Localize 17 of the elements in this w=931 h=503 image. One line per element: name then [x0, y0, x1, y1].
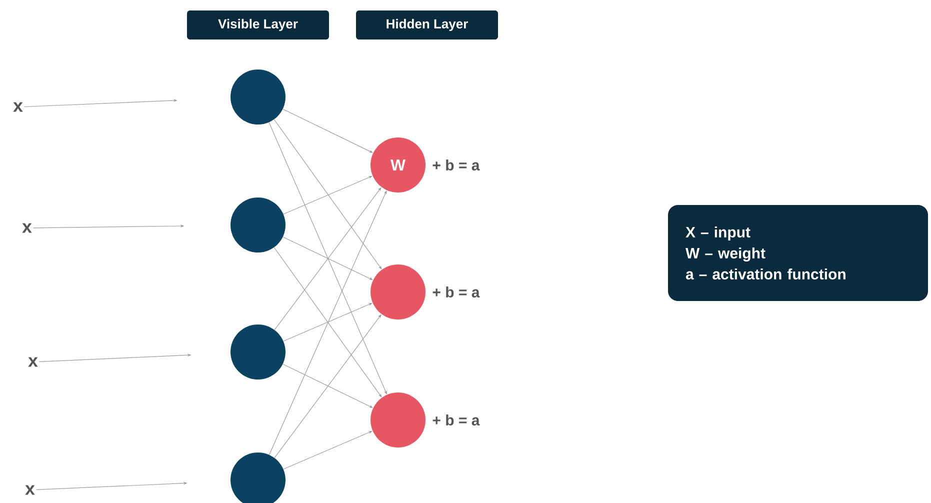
neuron-circle	[230, 324, 286, 380]
layer-header: Hidden Layer	[356, 10, 498, 40]
equation-label: + b = a	[432, 286, 480, 298]
legend-box: X – input W – weight a – activation function	[668, 205, 928, 301]
equation-label: + b = a	[432, 160, 480, 170]
input-label: x	[25, 485, 35, 495]
neuron-circle	[230, 198, 286, 252]
layer-header: Visible Layer	[187, 10, 329, 40]
input-label: x	[13, 102, 23, 112]
input-label: x	[22, 223, 32, 233]
neuron-circle	[370, 392, 426, 448]
equation-label: + b = a	[432, 414, 480, 426]
input-label: x	[28, 357, 38, 367]
arrow	[274, 119, 382, 270]
neuron-circle	[370, 264, 426, 320]
neuron-circle	[230, 70, 286, 124]
arrow	[274, 247, 382, 398]
